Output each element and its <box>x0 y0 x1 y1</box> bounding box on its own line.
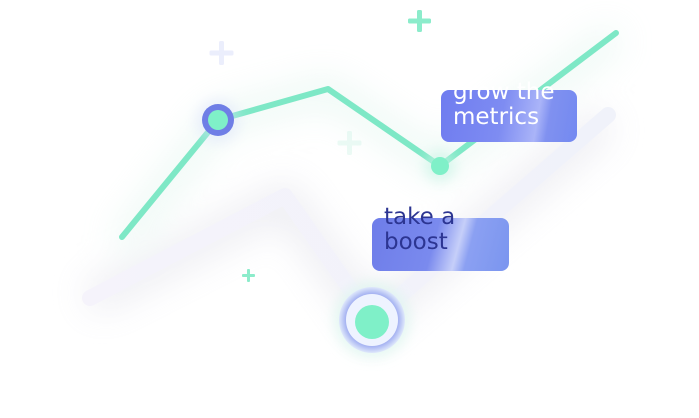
plus-sparkle-icon <box>408 10 431 32</box>
data-point-marker <box>196 99 240 143</box>
grow-label-line1: grow the <box>453 80 555 105</box>
grow-label-line2: metrics <box>453 104 540 130</box>
data-point-marker <box>334 282 410 358</box>
plus-sparkle-icon <box>337 131 362 155</box>
boost-label-line1: take a <box>384 204 456 230</box>
take-boost-card <box>372 218 509 271</box>
plus-sparkle-icon <box>242 269 255 282</box>
plus-sparkle-icon <box>209 41 234 65</box>
ghost-trend-line <box>82 107 616 328</box>
grow-metrics-label: grow the metrics <box>453 80 577 142</box>
grow-metrics-card <box>441 90 577 142</box>
data-point-marker <box>424 150 456 182</box>
boost-label-line2: boost <box>384 229 448 255</box>
take-boost-label: take a boost <box>384 205 455 255</box>
